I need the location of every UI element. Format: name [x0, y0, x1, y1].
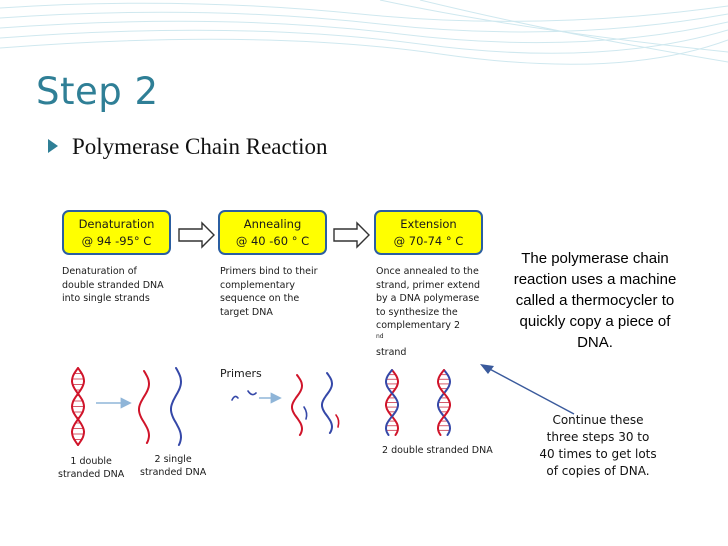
dna-single-strand-1	[138, 370, 151, 444]
note-line: 40 times to get lots	[539, 447, 657, 461]
figure-graphics	[70, 221, 452, 446]
pcr-explanation: The polymerase chain reaction uses a mac…	[505, 248, 685, 353]
explanation-line: DNA.	[577, 334, 613, 351]
label-line: 1 double	[70, 456, 112, 467]
label-one-double-stranded: 1 double stranded DNA	[58, 455, 124, 481]
label-line: 2 single	[154, 454, 192, 465]
slide-title: Step 2	[36, 70, 159, 113]
label-line: stranded DNA	[140, 467, 207, 478]
step-description-extension: Once annealed to the strand, primer exte…	[376, 265, 504, 360]
dna-single-strand-2	[170, 367, 183, 446]
primer-fragment-2	[247, 390, 257, 396]
step-name: Denaturation	[78, 217, 155, 231]
product-1-strand-a	[385, 369, 400, 436]
annealed-primer-1	[303, 406, 308, 420]
repeat-note: Continue these three steps 30 to 40 time…	[530, 412, 666, 480]
bullet-triangle-icon	[48, 139, 58, 153]
description-line: Once annealed to the	[376, 266, 479, 277]
description-line: target DNA	[220, 306, 273, 318]
process-arrow-1	[178, 221, 215, 249]
superscript: nd	[376, 332, 384, 340]
pointer-arrow	[480, 364, 575, 415]
bullet-text: Polymerase Chain Reaction	[72, 134, 328, 159]
background-decoration	[0, 0, 728, 65]
annealed-strand-1	[291, 374, 304, 436]
step-description-annealing: Primers bind to their complementary sequ…	[220, 265, 348, 319]
product-2-strand-b	[436, 369, 451, 436]
dna-double-helix-strand-a	[70, 367, 86, 446]
dna-double-helix-strand-b	[70, 367, 86, 446]
step-box-extension: Extension @ 70-74 ° C	[374, 210, 483, 255]
explanation-line: called a thermocycler to	[515, 292, 675, 309]
label-two-double-stranded: 2 double stranded DNA	[382, 445, 493, 456]
explanation-line: The polymerase chain	[521, 250, 669, 267]
description-line: by a DNA polymerase	[376, 293, 480, 304]
explanation-line: quickly copy a piece of	[519, 313, 671, 330]
step-box-annealing: Annealing @ 40 -60 ° C	[218, 210, 327, 255]
description-text: complementary 2	[376, 320, 461, 331]
step-temperature: @ 70-74 ° C	[393, 234, 464, 248]
primer-fragment-1	[231, 395, 239, 401]
description-line: strand, primer extend	[376, 279, 481, 291]
description-line: into single strands	[62, 293, 150, 304]
step-name: Annealing	[243, 217, 302, 231]
step-temperature: @ 94 -95° C	[81, 234, 152, 248]
step-box-denaturation: Denaturation @ 94 -95° C	[62, 210, 171, 255]
description-line: sequence on the	[220, 293, 300, 304]
note-line: of copies of DNA.	[546, 464, 650, 478]
explanation-line: reaction uses a machine	[513, 271, 677, 288]
description-line: strand	[376, 347, 407, 358]
pcr-figure: Denaturation @ 94 -95° C Annealing @ 40 …	[52, 195, 497, 495]
note-line: Continue these	[552, 413, 644, 427]
description-line: complementary	[220, 279, 295, 291]
annealed-primer-2	[335, 414, 340, 428]
description-line: Primers bind to their	[220, 266, 318, 277]
annealed-strand-2	[321, 372, 334, 434]
process-arrow-2	[333, 221, 370, 249]
label-line: stranded DNA	[58, 469, 125, 480]
label-two-single-stranded: 2 single stranded DNA	[140, 453, 206, 479]
step-temperature: @ 40 -60 ° C	[235, 234, 310, 248]
description-line: double stranded DNA	[62, 279, 164, 291]
product-2-strand-a	[437, 369, 452, 436]
primers-label: Primers	[220, 367, 262, 380]
description-line: to synthesize the	[376, 306, 458, 318]
dna-double-helix-rungs	[72, 373, 84, 440]
step-description-denaturation: Denaturation of double stranded DNA into…	[62, 265, 190, 306]
step-name: Extension	[400, 217, 457, 231]
description-line: Denaturation of	[62, 266, 137, 277]
product-1-strand-b	[384, 369, 399, 436]
note-line: three steps 30 to	[546, 430, 650, 444]
